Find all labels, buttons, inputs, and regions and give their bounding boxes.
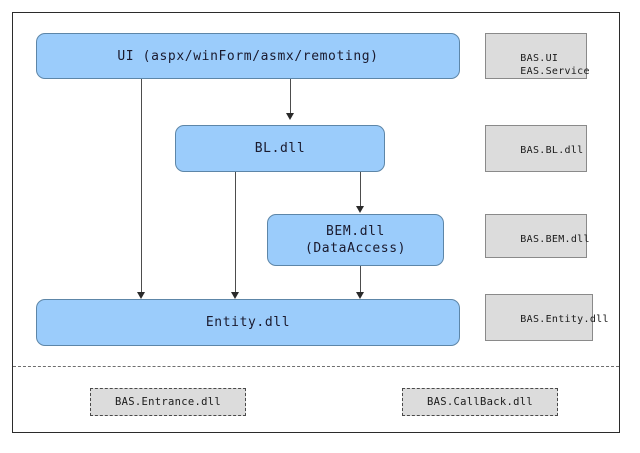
tag-ui-label: BAS.UI	[520, 53, 559, 64]
connector-ui-to-entity	[141, 79, 142, 293]
tag-ui-sublabel: EAS.Service	[520, 66, 590, 77]
tag-ui: BAS.UI EAS.Service	[485, 33, 590, 79]
node-bl[interactable]: BL.dll	[175, 125, 385, 172]
tag-entrance: BAS.Entrance.dll	[90, 388, 246, 416]
tag-callback-label: BAS.CallBack.dll	[427, 396, 533, 408]
tag-entity-label: BAS.Entity.dll	[520, 314, 609, 325]
section-separator	[13, 366, 619, 367]
tag-entrance-label: BAS.Entrance.dll	[115, 396, 221, 408]
connector-bl-to-bem	[360, 172, 361, 207]
tag-callback: BAS.CallBack.dll	[402, 388, 558, 416]
arrowhead-bem-to-entity	[356, 292, 364, 299]
tag-entity: BAS.Entity.dll	[485, 294, 608, 341]
node-ui[interactable]: UI (aspx/winForm/asmx/remoting)	[36, 33, 460, 79]
arrowhead-bl-to-entity	[231, 292, 239, 299]
node-bl-label: BL.dll	[254, 141, 306, 156]
tag-bl-label: BAS.BL.dll	[520, 145, 584, 156]
node-bem-label: BEM.dll	[326, 224, 385, 239]
connector-bem-to-entity	[360, 266, 361, 293]
tag-bem: BAS.BEM.dll	[485, 214, 590, 258]
arrowhead-ui-to-entity	[137, 292, 145, 299]
connector-bl-to-entity	[235, 172, 236, 293]
node-ui-label: UI (aspx/winForm/asmx/remoting)	[117, 48, 379, 64]
arrowhead-ui-to-bl	[286, 113, 294, 120]
node-bem-sublabel: (DataAccess)	[304, 241, 407, 256]
connector-ui-to-bl	[290, 79, 291, 114]
arrowhead-bl-to-bem	[356, 206, 364, 213]
node-entity[interactable]: Entity.dll	[36, 299, 460, 346]
tag-bl: BAS.BL.dll	[485, 125, 587, 172]
tag-bem-label: BAS.BEM.dll	[520, 234, 590, 245]
node-entity-label: Entity.dll	[205, 315, 291, 330]
node-bem[interactable]: BEM.dll (DataAccess)	[267, 214, 444, 266]
